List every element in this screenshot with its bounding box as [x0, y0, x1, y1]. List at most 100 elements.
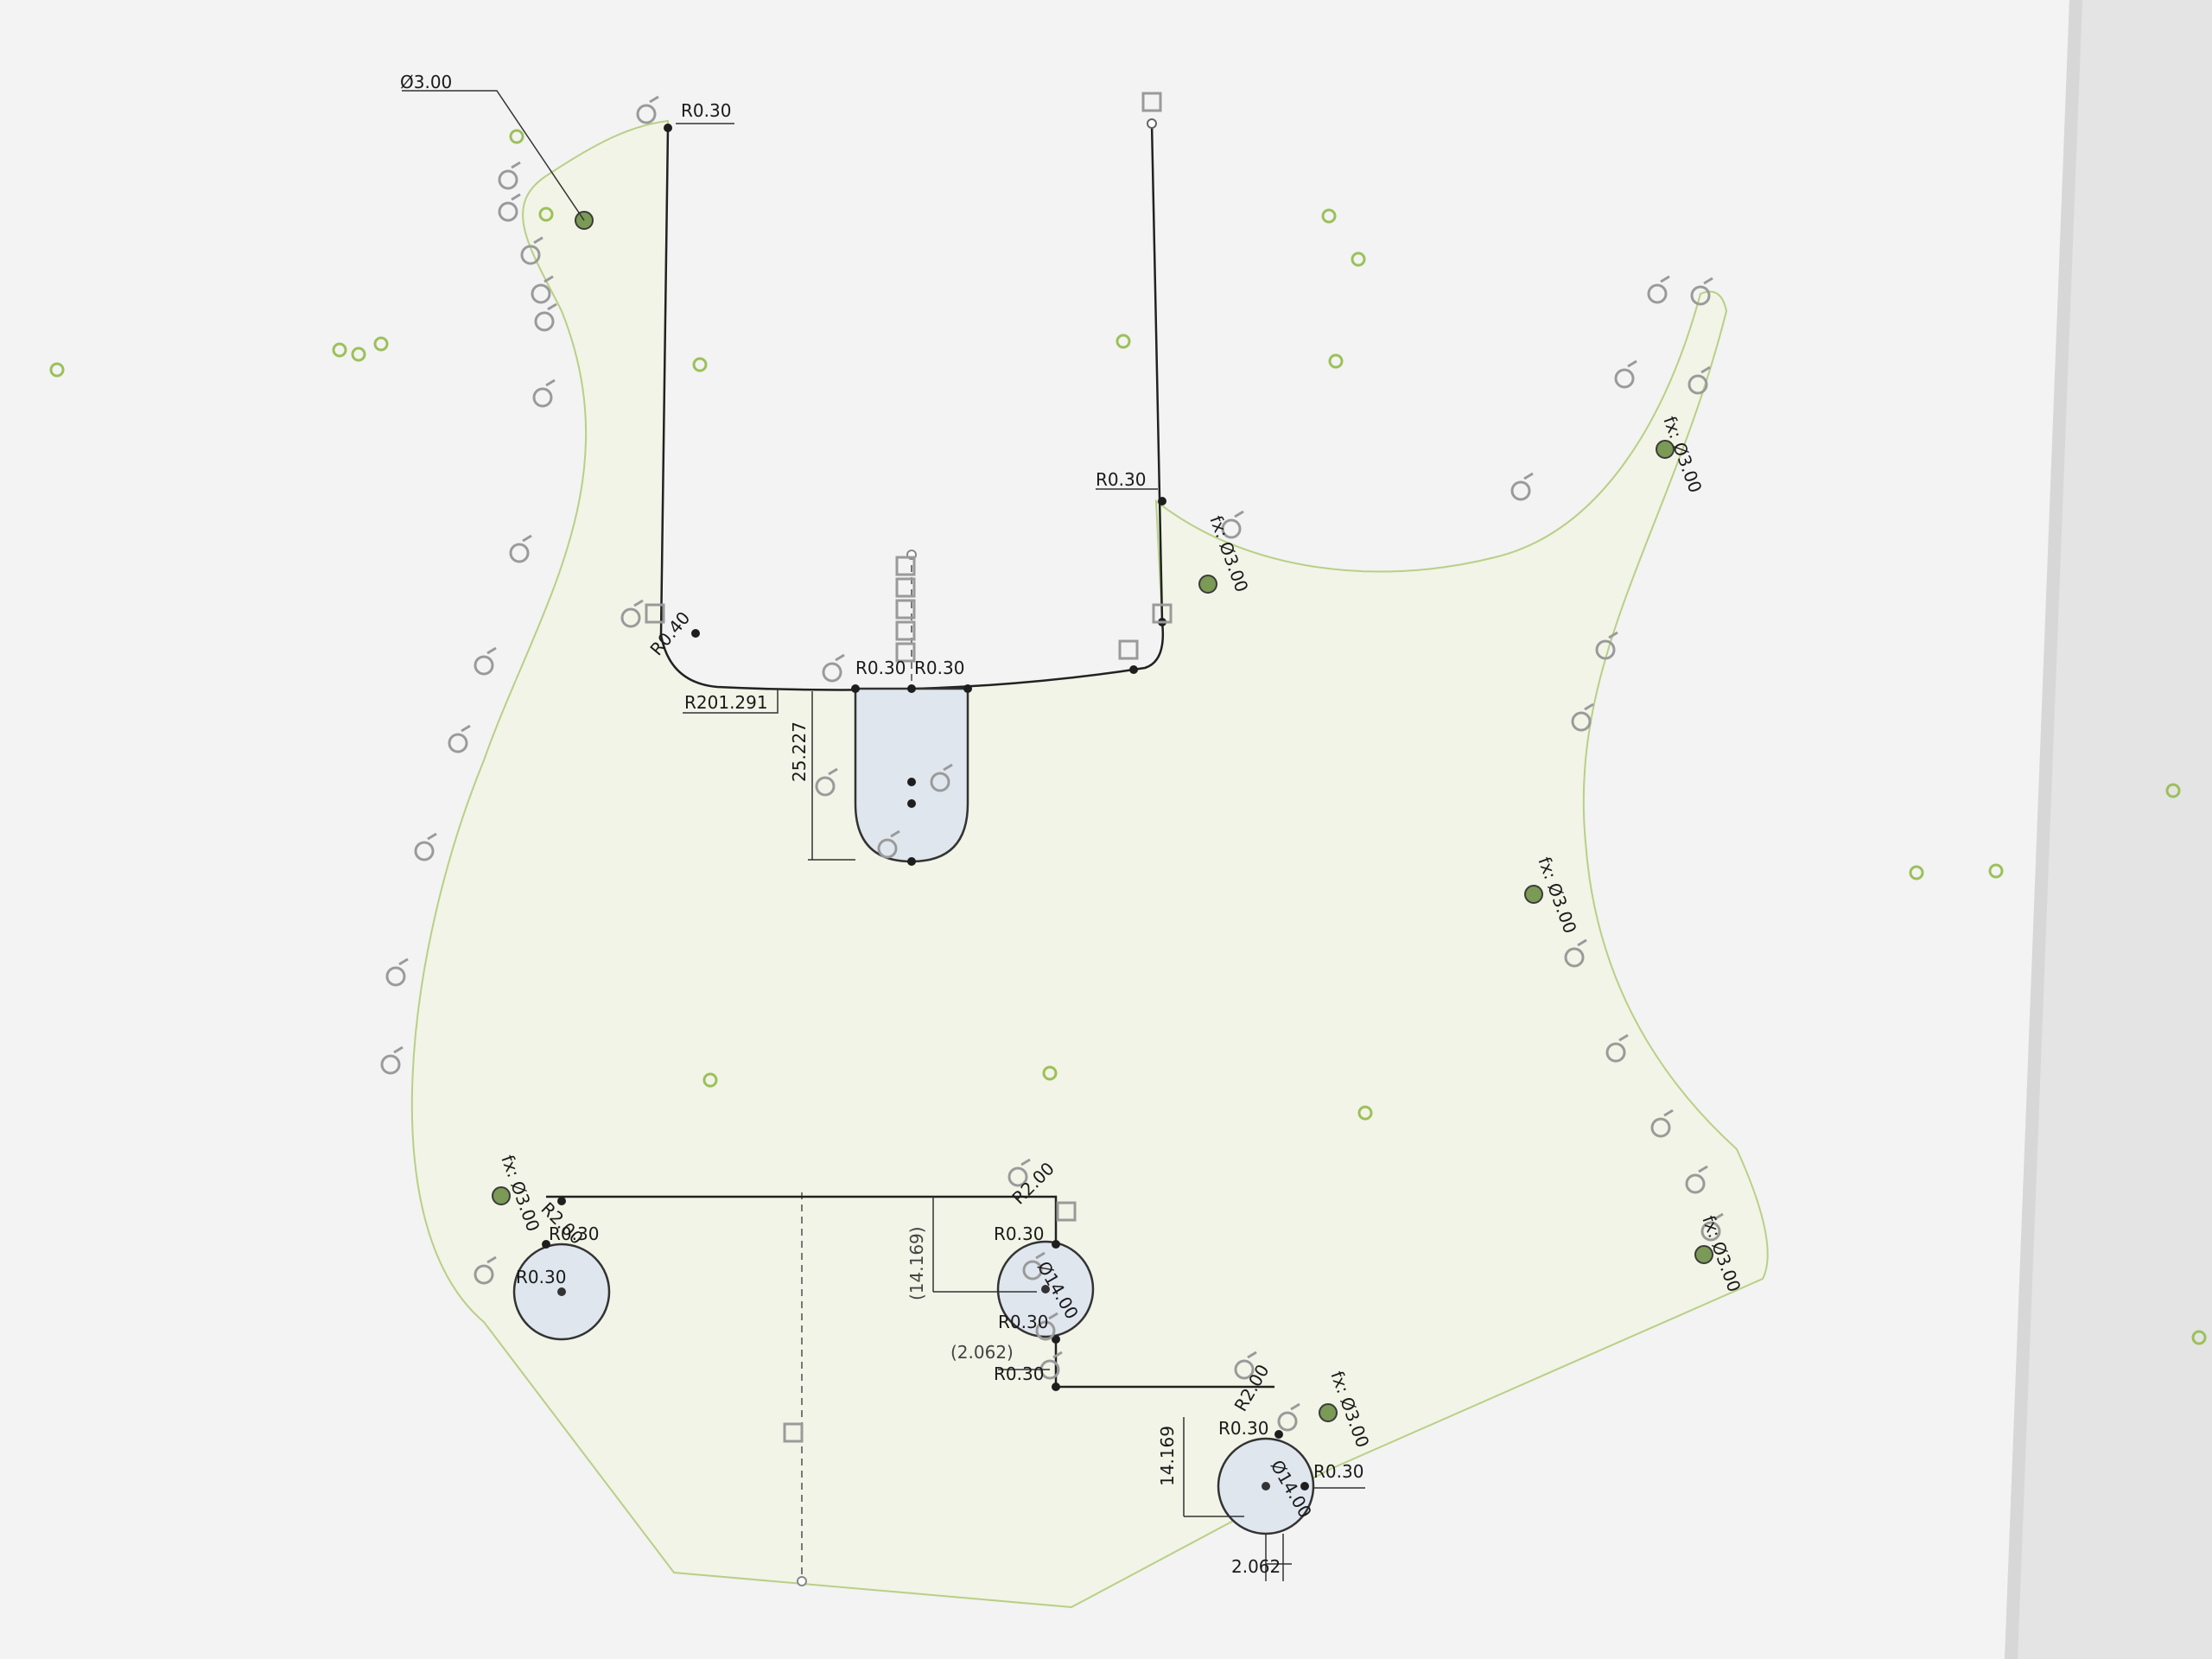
fix-constraint-icon[interactable]	[1118, 639, 1139, 660]
dim-radius-mid-c[interactable]: R0.30	[994, 1363, 1044, 1384]
screw-hole-lower-left[interactable]	[492, 1186, 511, 1205]
tangent-constraint-icon[interactable]	[1595, 639, 1616, 660]
screw-hole-lower-mid[interactable]	[1319, 1403, 1338, 1422]
tangent-constraint-icon[interactable]	[380, 1054, 401, 1075]
tangent-constraint-icon[interactable]	[1685, 1173, 1706, 1194]
sketch-point[interactable]	[542, 1240, 550, 1249]
sketch-point[interactable]	[557, 1197, 566, 1205]
fix-constraint-icon[interactable]	[895, 642, 916, 663]
tangent-constraint-icon[interactable]	[1647, 283, 1668, 304]
tangent-constraint-icon[interactable]	[1690, 285, 1711, 306]
neck-right-endpoint[interactable]	[1147, 118, 1157, 129]
tangent-constraint-icon[interactable]	[1022, 1260, 1043, 1281]
dim-hole-diameter[interactable]: Ø3.00	[400, 72, 452, 92]
construction-point[interactable]	[373, 336, 389, 352]
dim-radius-left-b[interactable]: R0.30	[516, 1267, 566, 1287]
construction-point[interactable]	[1116, 334, 1131, 349]
screw-hole-lower-right[interactable]	[1694, 1245, 1713, 1264]
tangent-constraint-icon[interactable]	[474, 655, 494, 676]
construction-point[interactable]	[1909, 865, 1924, 880]
tangent-constraint-icon[interactable]	[532, 387, 553, 408]
fix-constraint-icon[interactable]	[895, 620, 916, 641]
screw-hole-mid-right[interactable]	[1524, 885, 1543, 904]
construction-point[interactable]	[692, 357, 708, 372]
tangent-constraint-icon[interactable]	[1614, 368, 1635, 389]
dim-pocket-depth[interactable]: 25.227	[789, 721, 810, 782]
tangent-constraint-icon[interactable]	[520, 245, 541, 265]
construction-point[interactable]	[1357, 1105, 1373, 1121]
tangent-constraint-icon[interactable]	[930, 772, 950, 792]
dim-ref-mid-offset[interactable]: (2.062)	[950, 1342, 1014, 1363]
sketch-point[interactable]	[664, 124, 672, 132]
sketch-point[interactable]	[1052, 1240, 1060, 1249]
hole-left-center[interactable]	[557, 1287, 566, 1296]
sketch-point[interactable]	[1158, 497, 1166, 505]
construction-point[interactable]	[2165, 783, 2181, 798]
fix-constraint-icon[interactable]	[895, 577, 916, 598]
dim-radius-low-b[interactable]: R0.30	[1313, 1461, 1363, 1482]
fix-constraint-icon[interactable]	[895, 599, 916, 620]
dim-radius-pocket-left[interactable]: R0.30	[855, 658, 906, 678]
dim-low-offset[interactable]: 2.062	[1231, 1556, 1281, 1577]
dim-radius-left-a[interactable]: R0.30	[549, 1224, 599, 1244]
construction-point[interactable]	[1042, 1065, 1058, 1081]
hole-mid-center[interactable]	[1041, 1285, 1050, 1294]
tangent-constraint-icon[interactable]	[1221, 518, 1242, 539]
sketch-point[interactable]	[907, 684, 916, 693]
tangent-constraint-icon[interactable]	[815, 776, 836, 797]
tangent-constraint-icon[interactable]	[1564, 947, 1585, 968]
construction-point[interactable]	[1351, 251, 1366, 267]
construction-point[interactable]	[1321, 208, 1337, 224]
construction-point[interactable]	[702, 1072, 718, 1088]
dim-radius-low-a[interactable]: R0.30	[1218, 1418, 1268, 1439]
tangent-constraint-icon[interactable]	[1007, 1166, 1028, 1187]
sketch-point[interactable]	[691, 629, 700, 638]
sketch-point[interactable]	[851, 684, 860, 693]
construction-point[interactable]	[332, 342, 347, 358]
tangent-constraint-icon[interactable]	[498, 201, 518, 222]
sketch-point[interactable]	[907, 778, 916, 786]
tangent-constraint-icon[interactable]	[1571, 711, 1592, 732]
screw-hole-upper-right[interactable]	[1656, 440, 1675, 459]
dim-radius-mid-b[interactable]: R0.30	[998, 1312, 1048, 1332]
sketch-point[interactable]	[1052, 1382, 1060, 1391]
fix-constraint-icon[interactable]	[1056, 1201, 1077, 1222]
screw-hole-neck-right[interactable]	[1198, 575, 1217, 594]
construction-point[interactable]	[538, 207, 554, 222]
dim-radius-neck-right[interactable]: R0.30	[1096, 469, 1146, 490]
tangent-constraint-icon[interactable]	[1035, 1320, 1056, 1341]
sketch-point[interactable]	[1129, 665, 1138, 674]
dim-low-height[interactable]: 14.169	[1157, 1426, 1178, 1486]
construction-point[interactable]	[49, 362, 65, 378]
tangent-constraint-icon[interactable]	[636, 104, 657, 124]
sketch-point[interactable]	[1274, 1430, 1283, 1439]
neck-left-line[interactable]	[659, 127, 670, 636]
sketch-point[interactable]	[1052, 1335, 1060, 1344]
centerline-endpoint[interactable]	[797, 1576, 807, 1586]
sketch-point[interactable]	[907, 857, 916, 866]
tangent-constraint-icon[interactable]	[534, 311, 555, 332]
fix-constraint-icon[interactable]	[895, 556, 916, 576]
construction-point[interactable]	[509, 129, 524, 144]
tangent-constraint-icon[interactable]	[1234, 1359, 1255, 1380]
construction-point[interactable]	[351, 346, 366, 362]
pickup-pocket[interactable]	[854, 687, 969, 863]
tangent-constraint-icon[interactable]	[822, 662, 842, 683]
tangent-constraint-icon[interactable]	[1277, 1411, 1298, 1432]
tangent-constraint-icon[interactable]	[498, 169, 518, 190]
sketch-point[interactable]	[963, 684, 972, 693]
tangent-constraint-icon[interactable]	[509, 543, 530, 563]
dim-radius-top-left[interactable]: R0.30	[681, 100, 731, 121]
tangent-constraint-icon[interactable]	[877, 838, 898, 859]
sketch-point[interactable]	[1300, 1482, 1309, 1491]
tangent-constraint-icon[interactable]	[414, 841, 435, 861]
dim-radius-pocket-right[interactable]: R0.30	[914, 658, 964, 678]
neck-right-line[interactable]	[1150, 122, 1164, 623]
tangent-constraint-icon[interactable]	[1605, 1042, 1626, 1063]
tangent-constraint-icon[interactable]	[1510, 480, 1531, 501]
tangent-constraint-icon[interactable]	[448, 733, 468, 753]
fix-constraint-icon[interactable]	[1152, 603, 1173, 624]
construction-point[interactable]	[2191, 1330, 2207, 1345]
